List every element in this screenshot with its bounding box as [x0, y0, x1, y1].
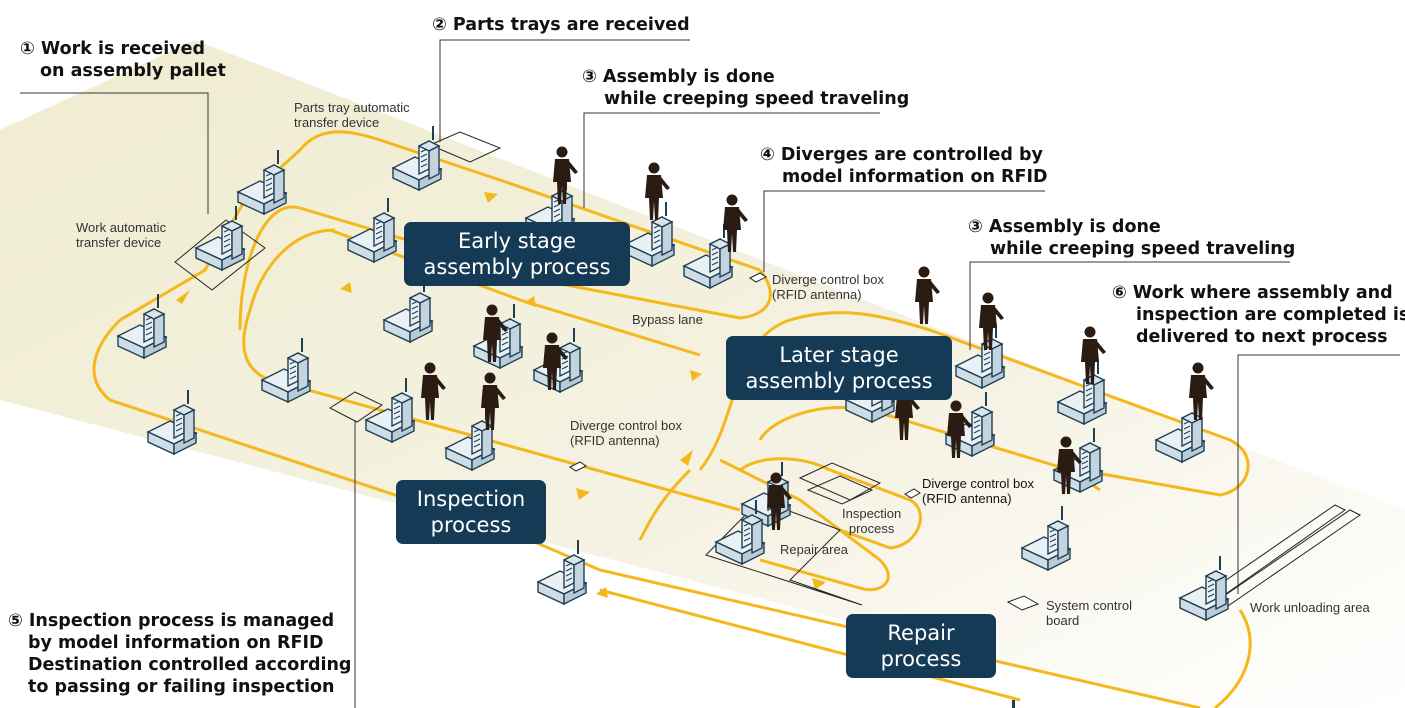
callout-assembly-early: ③ Assembly is done while creeping speed … — [582, 66, 909, 110]
callout-line: ③ Assembly is done — [968, 217, 1161, 237]
process-box-inspection: Inspection process — [396, 480, 546, 544]
label-line: Inspection — [842, 506, 902, 521]
process-box-line: Early stage — [457, 229, 576, 253]
callout-line: while creeping speed traveling — [990, 239, 1296, 259]
label-system-control: System control board — [1046, 598, 1132, 628]
label-line: (RFID antenna) — [570, 433, 660, 448]
label-line: Parts tray automatic — [294, 100, 410, 115]
callout-line: while creeping speed traveling — [604, 89, 910, 109]
label-work-transfer-device: Work automatic transfer device — [76, 220, 166, 250]
label-line: process — [848, 521, 895, 536]
callout-line: ① Work is received — [20, 39, 206, 59]
label-line: Repair area — [780, 542, 848, 557]
callout-line: delivered to next process — [1136, 327, 1388, 347]
callout-delivered: ⑥ Work where assembly and inspection are… — [1112, 282, 1405, 348]
worker-figure — [1189, 362, 1214, 420]
process-box-line: Later stage — [779, 343, 899, 367]
label-inspection-small: Inspection process — [842, 506, 901, 536]
control-boxes — [569, 272, 1040, 611]
conveyor-tracks — [92, 130, 1252, 708]
label-line: board — [1046, 613, 1080, 628]
callout-line: by model information on RFID — [28, 633, 324, 653]
track-arrows — [176, 192, 826, 598]
label-line: transfer device — [76, 235, 162, 250]
callout-line: ⑥ Work where assembly and — [1112, 283, 1393, 303]
label-line: Work automatic — [76, 220, 167, 235]
callout-line: Destination controlled according — [28, 655, 352, 675]
label-line: Diverge control box — [772, 272, 884, 287]
callout-line: ⑤ Inspection process is managed — [8, 611, 335, 631]
worker-figure — [915, 266, 940, 324]
process-box-later-assembly: Later stage assembly process — [726, 336, 952, 400]
process-box-line: Repair — [887, 621, 955, 645]
label-line: (RFID antenna) — [922, 491, 1012, 506]
callout-work-received: ① Work is received on assembly pallet — [20, 38, 226, 82]
callout-line: ③ Assembly is done — [582, 67, 775, 87]
label-diverge-box-2: Diverge control box (RFID antenna) — [570, 418, 682, 448]
process-box-line: assembly process — [745, 369, 933, 393]
callout-line: inspection are completed is — [1136, 305, 1405, 325]
label-line: Diverge control box — [570, 418, 682, 433]
process-box-line: process — [880, 647, 962, 671]
label-line: Diverge control box — [922, 476, 1034, 491]
callout-line: to passing or failing inspection — [28, 677, 335, 697]
label-diverge-box-1: Diverge control box (RFID antenna) — [772, 272, 884, 302]
label-line: Bypass lane — [632, 312, 703, 327]
callout-line: ② Parts trays are received — [432, 15, 690, 35]
worker-figure — [979, 292, 1004, 350]
label-work-unloading: Work unloading area — [1250, 600, 1370, 615]
label-diverge-box-3: Diverge control box (RFID antenna) — [922, 476, 1034, 506]
label-bypass-lane: Bypass lane — [632, 312, 703, 327]
worker-figure — [1081, 326, 1106, 384]
process-box-early-assembly: Early stage assembly process — [404, 222, 630, 286]
callout-assembly-later: ③ Assembly is done while creeping speed … — [968, 216, 1295, 260]
callout-line: ④ Diverges are controlled by — [760, 145, 1043, 165]
callout-parts-trays: ② Parts trays are received — [432, 14, 690, 36]
machine-unit — [537, 539, 587, 605]
label-repair-area: Repair area — [780, 542, 848, 557]
leader-lines — [20, 39, 1400, 708]
label-line: transfer device — [294, 115, 380, 130]
process-box-line: process — [430, 513, 512, 537]
process-box-repair: Repair process — [846, 614, 996, 678]
label-line: Work unloading area — [1250, 600, 1370, 615]
process-box-line: assembly process — [423, 255, 611, 279]
callout-inspection-managed: ⑤ Inspection process is managed by model… — [8, 610, 351, 698]
label-line: System control — [1046, 598, 1132, 613]
label-line: (RFID antenna) — [772, 287, 862, 302]
callout-line: model information on RFID — [782, 167, 1048, 187]
label-parts-tray-device: Parts tray automatic transfer device — [294, 100, 410, 130]
callout-line: on assembly pallet — [40, 61, 226, 81]
process-box-line: Inspection — [416, 487, 526, 511]
callout-diverges: ④ Diverges are controlled by model infor… — [760, 144, 1048, 188]
